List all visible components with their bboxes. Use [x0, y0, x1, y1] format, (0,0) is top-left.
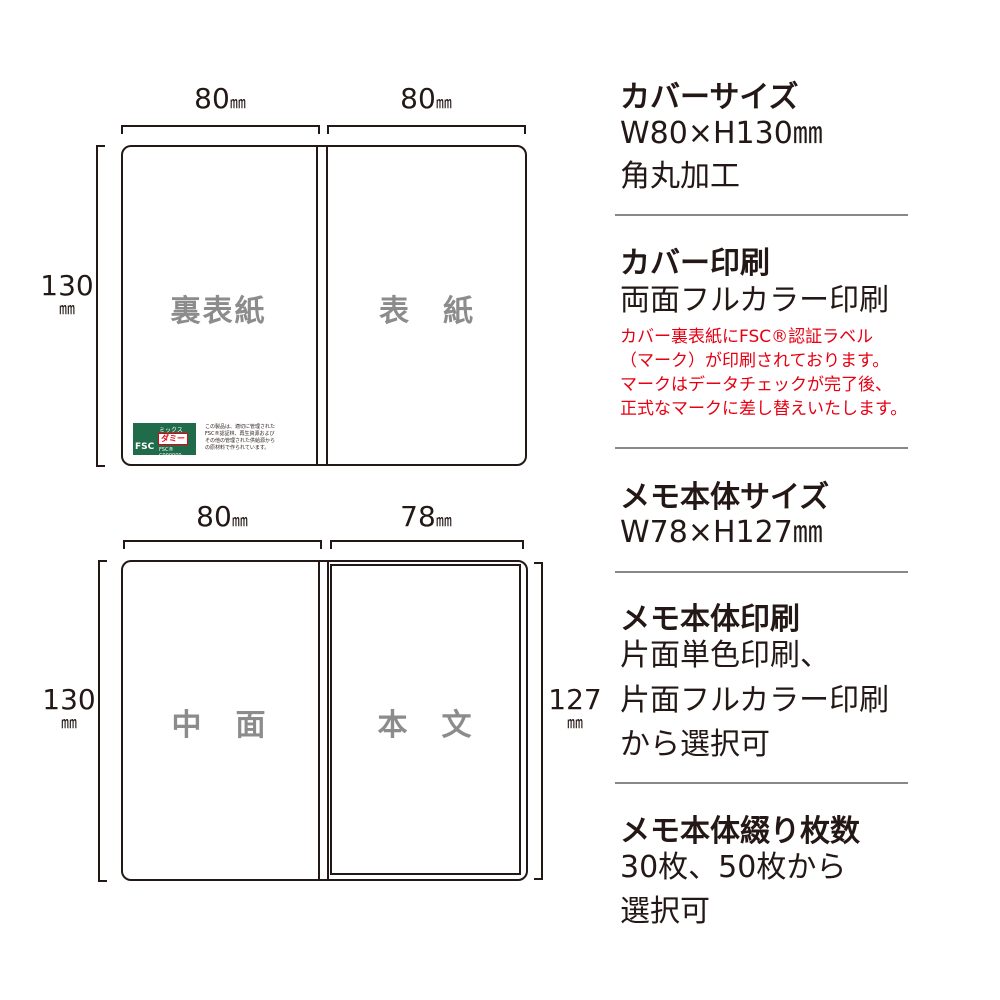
- spec-heading-memo-sheets: メモ本体綴り枚数: [620, 814, 860, 849]
- fsc-dummy-badge: ダミー: [158, 433, 188, 445]
- spec-line: W80×H130㎜: [620, 116, 823, 151]
- spec-heading-memo-print: メモ本体印刷: [620, 602, 800, 637]
- bottom-width-right-bracket: [330, 540, 524, 549]
- bottom-width-left-bracket: [123, 540, 322, 549]
- spine-line-left: [316, 146, 318, 464]
- fsc-note-line: マークはデータチェックが完了後、: [620, 375, 892, 395]
- memo-body-label: 本 文: [377, 708, 474, 743]
- top-width-right-label: 80㎜: [400, 82, 452, 115]
- spec-line: 片面フルカラー印刷: [620, 683, 890, 718]
- spec-line: 両面フルカラー印刷: [620, 283, 890, 318]
- fsc-label: FSC ミックス ダミー FSC® C000000: [133, 423, 196, 459]
- spec-line: 選択可: [620, 894, 710, 929]
- top-width-left-label: 80㎜: [194, 82, 246, 115]
- bottom-height-right-bracket: [534, 562, 543, 880]
- top-height-bracket: [96, 145, 105, 467]
- front-cover-label: 表 紙: [379, 294, 475, 329]
- top-width-right-bracket: [327, 125, 526, 134]
- fsc-note-line: カバー裏表紙にFSC®認証ラベル: [620, 327, 874, 347]
- spec-line: 角丸加工: [620, 159, 740, 194]
- bottom-width-right-label: 78㎜: [400, 500, 452, 533]
- memo-body-outline: [330, 564, 521, 875]
- divider: [615, 447, 908, 449]
- inner-spine-right: [327, 561, 329, 879]
- inner-face-label: 中 面: [171, 708, 268, 743]
- spine-line-right: [326, 146, 328, 464]
- spec-line: 30枚、50枚から: [620, 850, 847, 885]
- fsc-note: この製品は、適切に管理されたFSC®認証林、再生資源およびその他の管理された供給…: [205, 424, 276, 451]
- inner-outline: [121, 560, 528, 881]
- fsc-note-line: （マーク）が印刷されております。: [620, 351, 890, 371]
- top-width-left-bracket: [121, 125, 320, 134]
- spec-heading-memo-size: メモ本体サイズ: [620, 480, 830, 515]
- spec-heading-cover-size: カバーサイズ: [620, 80, 799, 115]
- spec-line: 片面単色印刷、: [620, 638, 830, 673]
- bottom-width-left-label: 80㎜: [196, 500, 248, 533]
- cover-outline: [121, 145, 527, 466]
- spec-line: から選択可: [620, 727, 770, 762]
- fsc-code: FSC® C000000: [159, 447, 182, 459]
- back-cover-label: 裏表紙: [170, 294, 267, 329]
- spec-line: W78×H127㎜: [620, 515, 823, 550]
- fsc-note-line: 正式なマークに差し替えいたします。: [620, 399, 908, 419]
- fsc-logo: FSC: [135, 442, 155, 452]
- inner-spine-left: [318, 561, 320, 879]
- spec-heading-cover-print: カバー印刷: [620, 246, 770, 281]
- divider: [615, 782, 908, 784]
- fsc-mix: ミックス: [159, 427, 183, 434]
- divider: [615, 571, 908, 573]
- bottom-height-left-bracket: [98, 560, 107, 882]
- divider: [615, 214, 908, 216]
